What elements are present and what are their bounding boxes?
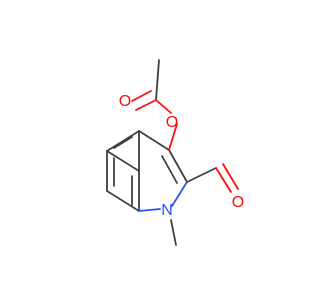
bond-aldehyde-c-o-2 [222,163,239,190]
bond-c3-ester-o [168,123,178,151]
structure-canvas: O O O N [106,59,245,246]
bond-ester-o-carbonyl-c [155,99,172,114]
molecule-diagram: O O O N [106,59,244,246]
bond-acetyl-carbonyl-1 [135,99,157,111]
bond-c3a-c3 [138,130,170,151]
aldehyde-oxygen-label: O [232,194,244,211]
bond-c2-aldehyde-c [186,167,217,183]
bond-aldehyde-c-o-1 [215,167,232,193]
ring-nitrogen-label: N [161,202,173,219]
bond-benzene-inner-3 [113,136,133,149]
bond-benzene-4 [106,150,140,172]
bond-c3-c2 [168,149,188,183]
bond-c3-c2-inner [161,155,178,184]
bond-c2-n1 [171,181,188,207]
bond-acetyl-c-methyl [155,59,160,101]
bond-acetyl-carbonyl-2 [131,90,152,102]
ester-oxygen-label: O [166,114,178,131]
bond-benzene-5 [106,130,140,152]
bond-n1-c7a [138,208,161,212]
bond-benzene-2 [106,190,140,212]
bond-n-methyl [170,219,177,246]
acetyl-carbonyl-oxygen-label: O [119,93,131,110]
